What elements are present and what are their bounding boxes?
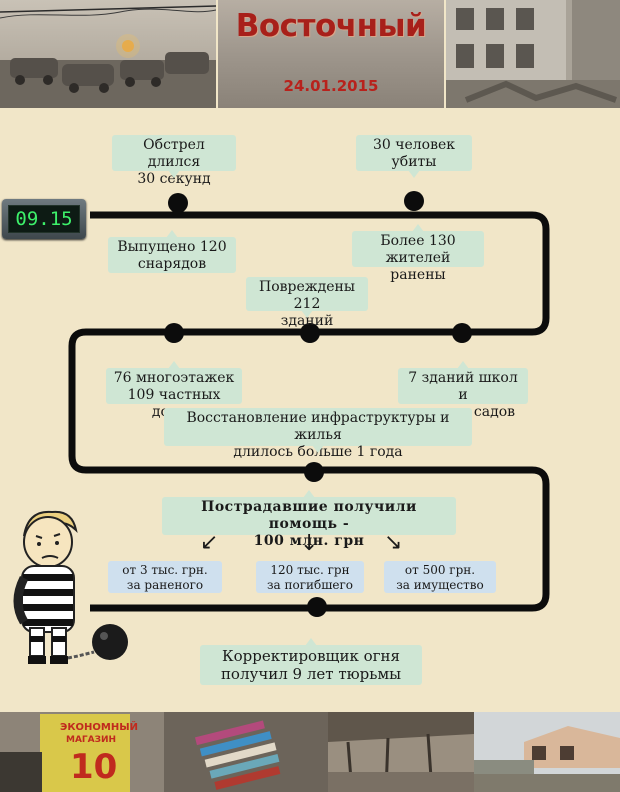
payment-wounded: от 3 тыс. грн.за раненого bbox=[108, 561, 222, 593]
timeline-dot bbox=[304, 462, 324, 482]
footer-photo-ruined-interior bbox=[328, 712, 474, 792]
event-aid-received: Пострадавшие получили помощь -100 млн. г… bbox=[162, 490, 456, 549]
store-sign-num: 10 bbox=[70, 747, 117, 787]
timeline-dot bbox=[307, 597, 327, 617]
start-time: 09.15 bbox=[8, 205, 80, 233]
timeline-dot bbox=[300, 323, 320, 343]
arrow-down-left-icon: ↙ bbox=[200, 530, 219, 555]
timeline-dot bbox=[452, 323, 472, 343]
footer-photo-damaged-house bbox=[474, 712, 620, 792]
header-photo-damaged-building bbox=[446, 0, 620, 108]
arrow-down-right-icon: ↘ bbox=[384, 530, 403, 555]
store-sign-top: ЭКОНОМНЫЙ bbox=[60, 720, 138, 733]
timeline-dot bbox=[168, 193, 188, 213]
store-sign-mid: МАГАЗИН bbox=[66, 735, 116, 745]
prisoner-illustration-icon bbox=[13, 510, 128, 664]
timeline-dot bbox=[404, 191, 424, 211]
timeline-dot bbox=[164, 323, 184, 343]
footer-photo-rubble-rugs bbox=[164, 712, 328, 792]
arrow-down-icon: ↓ bbox=[300, 531, 319, 556]
header-photo-burned-cars bbox=[0, 0, 216, 108]
footer-photo-store: ЭКОНОМНЫЙ МАГАЗИН 10 bbox=[0, 712, 164, 792]
payment-property: от 500 грн.за имущество bbox=[384, 561, 496, 593]
page-title: Восточный bbox=[235, 8, 427, 44]
header-title-panel: Восточный 24.01.2015 bbox=[218, 0, 444, 108]
page-date: 24.01.2015 bbox=[283, 77, 379, 95]
start-time-clock: 09.15 bbox=[2, 199, 86, 239]
event-schools-kindergartens: 7 зданий школ идетских садов bbox=[398, 361, 528, 420]
